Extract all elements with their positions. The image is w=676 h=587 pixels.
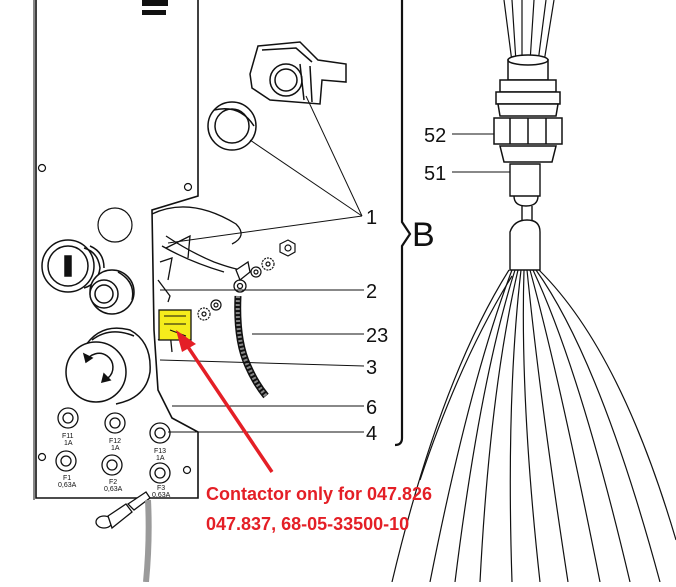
harness-sleeve bbox=[509, 163, 541, 271]
i-symbol-icon bbox=[64, 255, 72, 277]
fuse-labels: F11 1A F12 1A F13 1A F1 0,63A F2 0,63A F… bbox=[58, 433, 171, 499]
fuse-rating: 1A bbox=[156, 455, 165, 462]
callout-2: 2 bbox=[366, 281, 377, 303]
washers-nuts bbox=[197, 239, 296, 321]
callout-3: 3 bbox=[366, 357, 377, 379]
callout-51: 51 bbox=[424, 163, 446, 185]
cable-gland bbox=[493, 54, 563, 163]
panel-marking bbox=[142, 10, 166, 15]
fuse-rating: 1A bbox=[64, 440, 73, 447]
gray-lead bbox=[143, 499, 152, 583]
callout-4: 4 bbox=[366, 423, 377, 445]
annotation-note-line-1: Contactor only for 047.826 bbox=[206, 484, 432, 504]
fuse-label: F13 bbox=[154, 448, 166, 455]
indicator-lens bbox=[97, 207, 133, 243]
fuse-label: F11 bbox=[62, 433, 74, 440]
fuse-label: F12 bbox=[109, 438, 121, 445]
emergency-stop-button bbox=[65, 327, 151, 405]
locking-ring bbox=[207, 101, 257, 151]
callout-23: 23 bbox=[366, 325, 388, 347]
contactor-highlight bbox=[158, 309, 192, 341]
fuse-rating: 0,63A bbox=[152, 492, 171, 499]
panel-marking bbox=[142, 0, 168, 6]
callout-1: 1 bbox=[366, 207, 377, 229]
start-pushbutton bbox=[41, 239, 105, 293]
group-label-b: B bbox=[412, 216, 435, 254]
callout-6: 6 bbox=[366, 397, 377, 419]
internal-wiring bbox=[151, 206, 245, 353]
fuse-label: F2 bbox=[109, 479, 117, 486]
group-bracket bbox=[394, 0, 412, 447]
control-panel-plate bbox=[33, 0, 199, 500]
fuse-rating: 0,63A bbox=[104, 486, 123, 493]
contact-block bbox=[249, 41, 347, 105]
fuse-label: F3 bbox=[157, 485, 165, 492]
harness-fanout-wires bbox=[391, 269, 676, 583]
fuse-rating: 0,63A bbox=[58, 482, 77, 489]
cable-lug bbox=[233, 260, 251, 293]
red-arrow-icon bbox=[176, 330, 274, 473]
fuse-rating: 1A bbox=[111, 445, 120, 452]
fuse-label: F1 bbox=[63, 475, 71, 482]
leader-lines bbox=[159, 95, 524, 433]
harness-top-wires bbox=[503, 0, 555, 63]
shielded-cable bbox=[234, 295, 269, 399]
screw-holes bbox=[37, 163, 193, 475]
callout-52: 52 bbox=[424, 125, 446, 147]
annotation-note-line-2: 047.837, 68-05-33500-10 bbox=[206, 514, 409, 534]
stop-pushbutton bbox=[89, 269, 135, 315]
fuse-holders bbox=[55, 407, 171, 484]
fuse-cartridge bbox=[95, 491, 151, 530]
